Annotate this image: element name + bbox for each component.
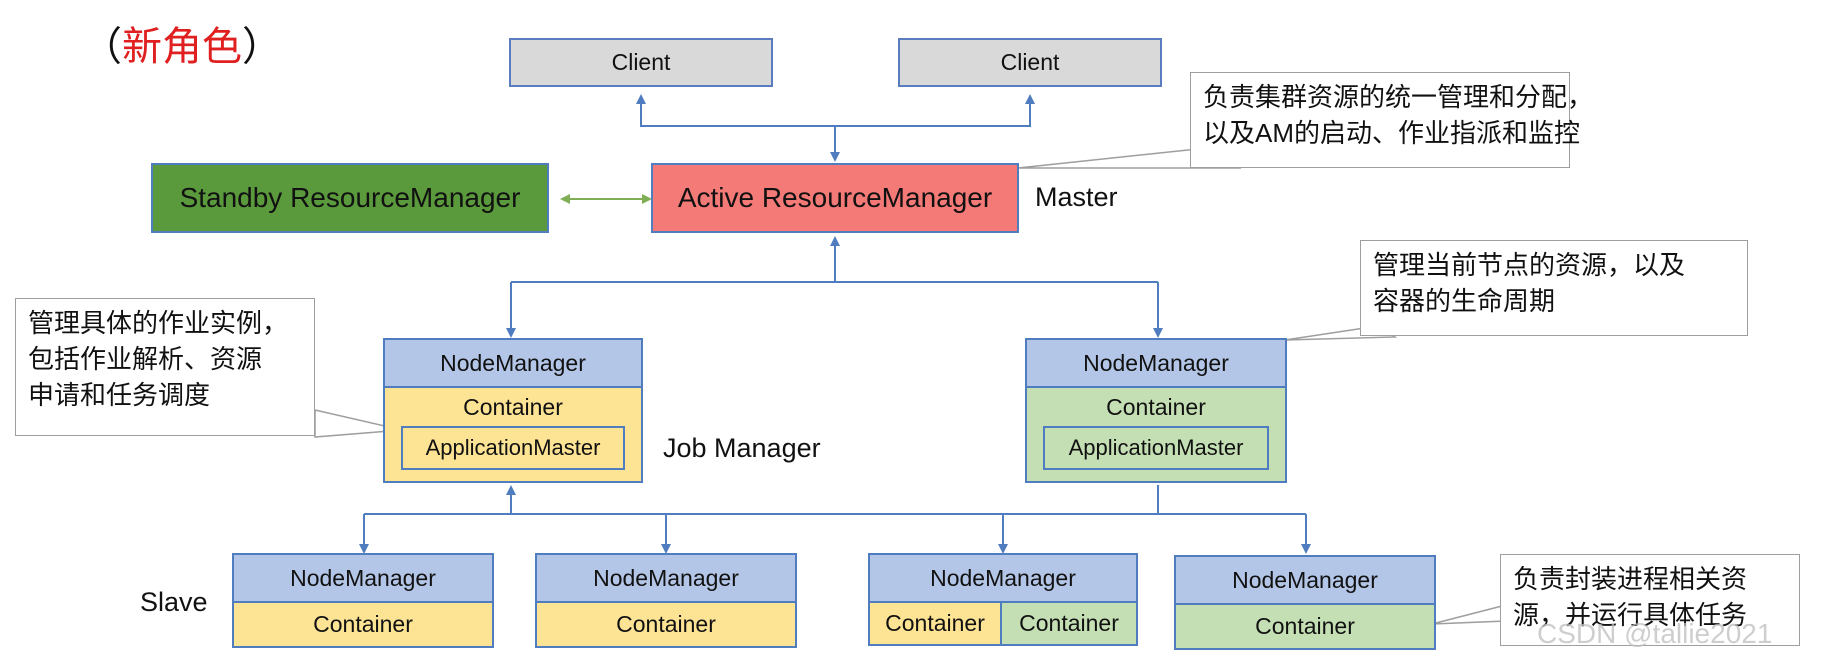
job-container-2-label: Container: [1106, 394, 1206, 420]
callout-rm-line-2: 以及AM的启动、作业指派和监控: [1203, 118, 1581, 148]
job-nodemanager-1-container: Container ApplicationMaster: [383, 386, 643, 483]
callout-am-line-3: 申请和任务调度: [28, 380, 211, 410]
slave-nodemanager-3-header: NodeManager: [868, 553, 1138, 603]
slave-container-2: Container: [535, 601, 797, 648]
title-close-paren: ）: [242, 25, 282, 69]
callout-container-line-2: 源，并运行具体任务: [1513, 600, 1748, 630]
job-nodemanager-1-header: NodeManager: [383, 338, 643, 388]
callout-nm-line-1: 管理当前节点的资源，以及: [1373, 250, 1686, 280]
watermark: CSDN @tallie2021: [1537, 618, 1773, 649]
slave-nodemanager-4-header: NodeManager: [1174, 555, 1436, 605]
callout-am-line-1: 管理具体的作业实例，: [28, 308, 289, 338]
job-nodemanager-2-container: Container ApplicationMaster: [1025, 386, 1287, 483]
job-manager-label: Job Manager: [663, 433, 821, 463]
slave-label: Slave: [140, 587, 208, 617]
master-label: Master: [1035, 182, 1118, 212]
slave-nodemanager-2-header: NodeManager: [535, 553, 797, 603]
title-open-paren: （: [82, 25, 122, 69]
callout-applicationmaster: 管理具体的作业实例， 包括作业解析、资源 申请和任务调度: [15, 298, 315, 436]
slave-nodemanager-1-header: NodeManager: [232, 553, 494, 603]
callout-container-line-1: 负责封装进程相关资: [1513, 564, 1748, 594]
diagram-title: （新角色）: [82, 14, 282, 72]
job-nodemanager-2-header: NodeManager: [1025, 338, 1287, 388]
slave-container-3a: Container: [868, 601, 1002, 646]
slave-container-1: Container: [232, 601, 494, 648]
standby-resourcemanager-box: Standby ResourceManager: [151, 163, 549, 233]
callout-nodemanager: 管理当前节点的资源，以及 容器的生命周期: [1360, 240, 1748, 336]
callout-resourcemanager: 负责集群资源的统一管理和分配， 以及AM的启动、作业指派和监控: [1190, 72, 1594, 168]
applicationmaster-1-box: ApplicationMaster: [401, 426, 625, 470]
client-box-left: Client: [509, 38, 773, 87]
callout-am-line-2: 包括作业解析、资源: [28, 344, 263, 374]
title-text: 新角色: [122, 25, 242, 69]
applicationmaster-2-box: ApplicationMaster: [1043, 426, 1269, 470]
slave-container-4: Container: [1174, 603, 1436, 650]
active-resourcemanager-box: Active ResourceManager: [651, 163, 1019, 233]
callout-rm-line-1: 负责集群资源的统一管理和分配，: [1203, 82, 1594, 112]
callout-nm-line-2: 容器的生命周期: [1373, 286, 1556, 316]
slave-container-3b: Container: [1000, 601, 1138, 646]
callout-container: 负责封装进程相关资 源，并运行具体任务: [1500, 554, 1800, 646]
job-container-1-label: Container: [463, 394, 563, 420]
client-box-right: Client: [898, 38, 1162, 87]
